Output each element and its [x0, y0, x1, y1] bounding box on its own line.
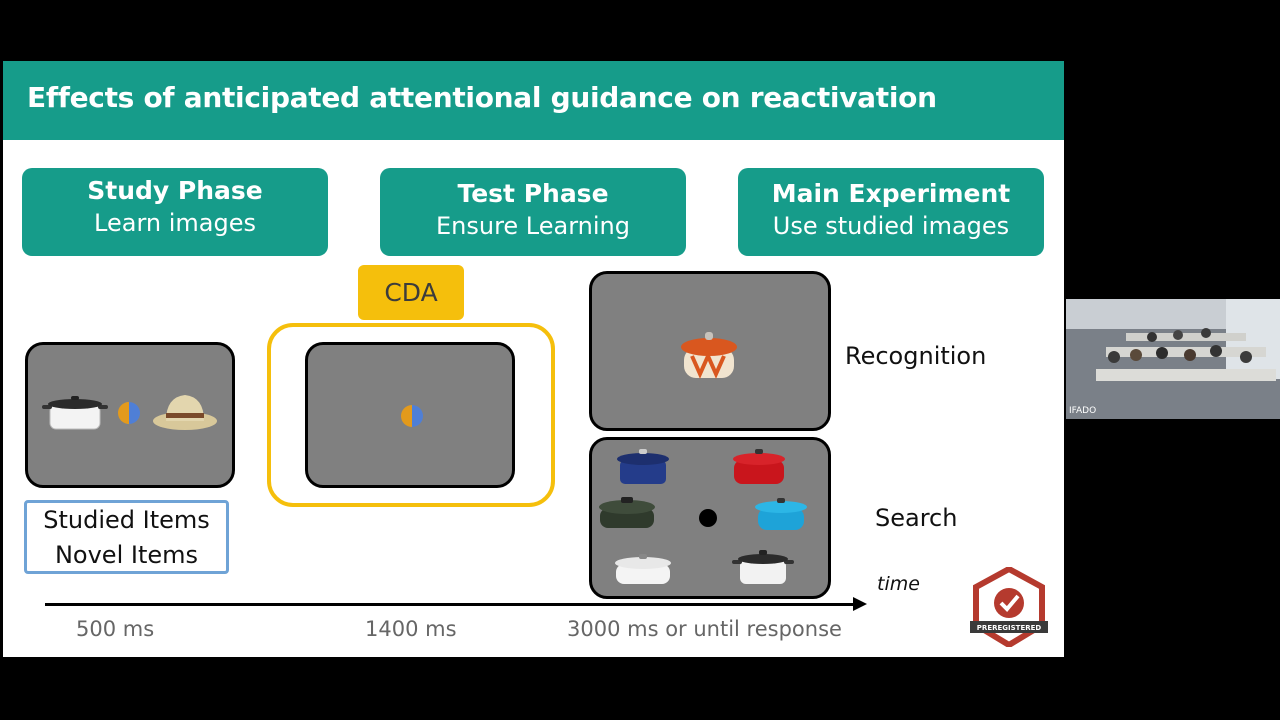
cda-label: CDA [358, 265, 464, 320]
red-dutch-oven-icon [733, 449, 785, 484]
search-label: Search [875, 504, 958, 532]
cda-frame [267, 323, 555, 507]
main-experiment-subtitle: Use studied images [772, 212, 1010, 240]
timeline-axis [45, 603, 857, 606]
blue-casserole-icon [755, 498, 807, 530]
presentation-slide: Effects of anticipated attentional guida… [3, 61, 1064, 657]
audience-video-frame [1066, 299, 1280, 419]
studied-items-label: Studied Items [43, 506, 210, 534]
recognition-screen [589, 271, 831, 431]
search-screen [589, 437, 831, 599]
badge-text: PREREGISTERED [977, 624, 1042, 632]
steel-pot-icon [732, 550, 794, 584]
test-phase-box: Test Phase Ensure Learning [380, 168, 686, 256]
main-experiment-title: Main Experiment [771, 179, 1011, 208]
duration-study: 500 ms [76, 617, 155, 641]
participant-name-label: IFADO [1069, 406, 1097, 416]
slide-title: Effects of anticipated attentional guida… [27, 81, 937, 114]
dark-roaster-pot-icon [599, 497, 655, 528]
title-bar: Effects of anticipated attentional guida… [3, 61, 1064, 140]
fixation-dot-icon [699, 509, 717, 527]
duration-test: 1400 ms [365, 617, 457, 641]
test-phase-subtitle: Ensure Learning [435, 212, 630, 240]
study-phase-subtitle: Learn images [94, 209, 256, 237]
recognition-label: Recognition [845, 342, 987, 370]
white-roaster-pot-icon [615, 554, 671, 584]
time-label: time [877, 573, 920, 595]
test-screen [305, 342, 515, 488]
items-legend-box: Studied Items Novel Items [24, 500, 229, 574]
novel-items-label: Novel Items [54, 541, 199, 569]
fixation-dot-icon [118, 402, 140, 424]
fixation-dot-icon [401, 405, 423, 427]
timeline-arrow-icon [853, 597, 867, 611]
duration-main: 3000 ms or until response [567, 617, 842, 641]
straw-hat-icon [153, 395, 217, 430]
test-phase-title: Test Phase [457, 179, 609, 208]
study-phase-title: Study Phase [87, 176, 263, 205]
orange-casserole-icon [681, 332, 737, 379]
participant-video-tile[interactable] [1066, 299, 1280, 419]
study-screen [25, 342, 235, 488]
study-phase-box: Study Phase Learn images [22, 168, 328, 256]
blue-steamer-pot-icon [617, 449, 669, 484]
cooking-pot-icon [42, 396, 108, 430]
preregistered-badge-icon: PREREGISTERED [970, 567, 1048, 647]
main-experiment-box: Main Experiment Use studied images [738, 168, 1044, 256]
